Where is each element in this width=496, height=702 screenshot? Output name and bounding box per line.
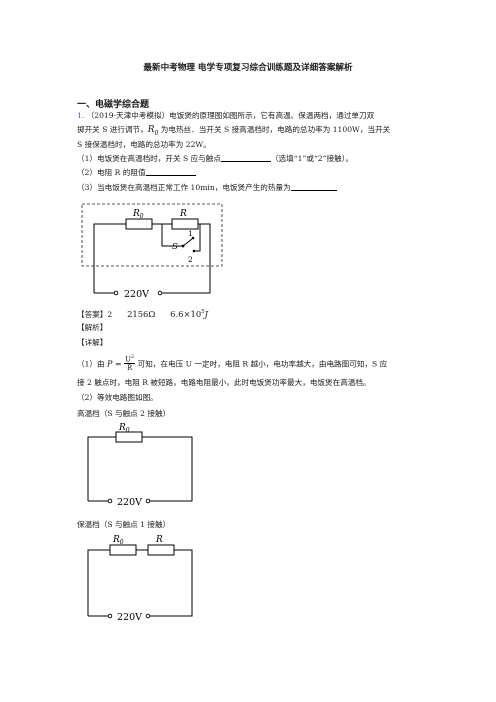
label-contact-1: 1 [188, 229, 193, 238]
sub-question-2: （2）电阻 R 的阻值 [77, 167, 196, 178]
wire-right [142, 436, 193, 502]
low-temp-circuit: R0 R 220V [87, 535, 193, 623]
low-temp-caption: 保温档（S 与触点 1 接触） [77, 520, 171, 529]
terminal-right [157, 290, 163, 296]
detail-label: 【详解】 [77, 338, 108, 347]
contact-2 [192, 249, 196, 253]
question-line-1: 1. （2019·天津中考模拟）电饭煲的原理图如图所示，它有高温、保温两档，通过… [77, 110, 374, 121]
answer-resistance: 2156Ω [127, 308, 156, 319]
label-s: S [172, 242, 178, 252]
question-line-2: 掷开关 S 进行调节，R0 为电热丝．当开关 S 接高温档时，电路的总功率为 1… [77, 124, 390, 139]
formula-fraction: U2 R [124, 354, 136, 373]
terminal-left [107, 498, 113, 504]
wire-switch-branch [161, 224, 183, 247]
label-r0: R0 [118, 423, 130, 434]
resistor-r [171, 218, 199, 230]
contact-1 [191, 236, 195, 240]
r0-symbol: R0 [147, 125, 159, 137]
label-contact-2: 2 [188, 255, 193, 264]
resistor-r0 [109, 544, 137, 556]
sub-question-3: （3）当电饭煲在高温档正常工作 10min，电饭煲产生的热量为 [77, 182, 337, 193]
wire-left [93, 223, 126, 293]
question-number: 1. [77, 111, 85, 120]
answer-heat: 6.6×105J [170, 308, 209, 319]
wire-right [162, 223, 211, 294]
terminal-right [145, 613, 151, 619]
high-temp-caption: 高温档（S 与触点 2 接触） [77, 409, 171, 418]
explanation-line-3: （2）等效电路图如图。 [77, 393, 158, 402]
wire-left [87, 549, 110, 616]
explanation-line-2: 接 2 触点时，电阻 R 被短路，电路电阻最小，此时电饭煲功率最大，电饭煲在高温… [77, 378, 371, 387]
resistor-r [147, 544, 175, 556]
sub-question-1: （1）电饭煲在高温档时，开关 S 应与触点（选填“1”或“2”接触）。 [77, 153, 354, 163]
label-r0: R0 [132, 209, 144, 220]
dashed-enclosure [81, 203, 223, 267]
question-text-1: （2019·天津中考模拟）电饭煲的原理图如图所示，它有高温、保温两档，通过单刀双 [86, 111, 375, 120]
answer-blank-2 [145, 167, 196, 176]
resistor-r0 [125, 218, 153, 230]
label-voltage: 220V [117, 497, 142, 508]
label-r: R [179, 209, 187, 219]
label-r0: R0 [112, 535, 124, 546]
section-heading: 一、电磁学综合题 [77, 100, 150, 110]
answer-blank-1 [220, 153, 271, 162]
label-voltage: 220V [117, 612, 142, 623]
question-line-3: S 接保温档时，电路的总功率为 22W。 [77, 140, 211, 149]
question-text-2a: 掷开关 S 进行调节， [77, 125, 148, 134]
explanation-line-1: （1）由 P = U2 R 可知，在电压 U 一定时，电阻 R 越小，电功率越大… [77, 354, 388, 373]
question-text-2b: 为电热丝．当开关 S 接高温档时，电路的总功率为 1100W，当开关 [158, 125, 391, 134]
terminal-right [145, 498, 151, 504]
wire-right [150, 549, 193, 617]
answer-line: 【答案】2 2156Ω 6.6×105J [77, 308, 209, 319]
wire-contact-2 [194, 224, 201, 252]
high-temp-circuit: R0 220V [87, 423, 193, 508]
analysis-label: 【解析】 [77, 323, 108, 332]
formula-p: P = [107, 359, 122, 369]
wire-left [87, 436, 116, 501]
answer-blank-3 [290, 182, 337, 191]
document-title: 最新中考物理 电学专项复习综合训练题及详细答案解析 [143, 63, 353, 73]
label-r: R [155, 535, 163, 545]
main-circuit-diagram: R0 R S 1 2 220V [81, 203, 223, 300]
terminal-left [107, 613, 113, 619]
switch-blade [182, 238, 193, 247]
terminal-left [113, 290, 119, 296]
label-voltage: 220V [124, 289, 149, 300]
